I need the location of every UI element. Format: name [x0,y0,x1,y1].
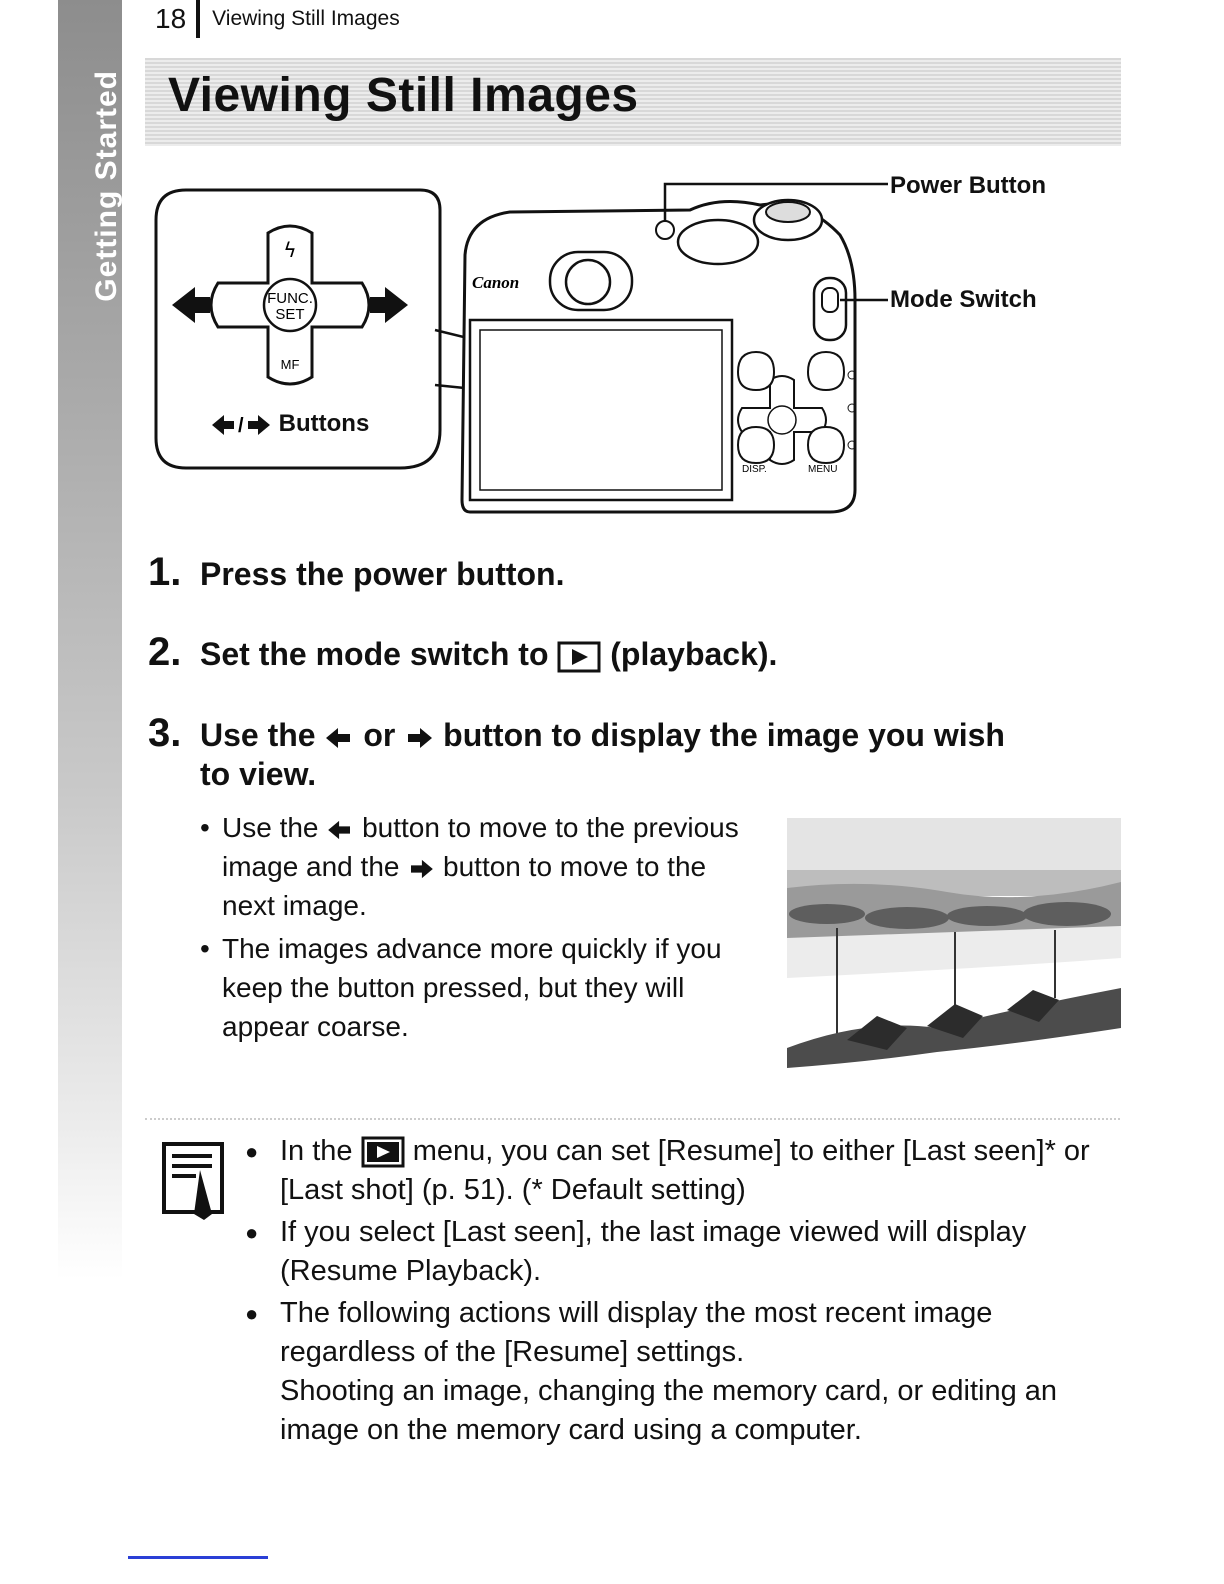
note-3: The following actions will display the m… [245,1294,1135,1450]
right-arrow-icon [411,859,434,878]
step-1-number: 1. [148,550,182,594]
func-label-line2: SET [275,306,304,323]
header-section-title: Viewing Still Images [212,7,400,30]
step-2: 2. Set the mode switch to (playback). [148,632,777,675]
left-arrow-icon [326,727,351,748]
step-1-text: Press the power button. [200,556,565,592]
camera-body: Canon DISP. MENU [460,198,857,514]
step-3-number: 3. [148,711,182,755]
note-1-text-b: menu, you can set [Resume] to either [La… [280,1135,1090,1206]
bullet-1-text-a: Use the [222,812,319,843]
left-right-arrows-icon: / [212,414,270,437]
left-arrow-icon [172,287,210,323]
buttons-label-text: Buttons [278,410,370,437]
step-3-text-a: Use the [200,717,316,753]
flash-icon: ϟ [283,238,296,262]
page-number: 18 [155,3,187,34]
mf-label: MF [281,357,300,372]
step-3-bullets: Use the button to move to the previous i… [200,808,760,1050]
note-3-text-a: The following actions will display the m… [280,1297,993,1368]
playback-menu-icon [361,1136,405,1168]
bottom-rule [128,1556,268,1559]
svg-text:/: / [238,415,244,437]
note-icon [160,1140,226,1222]
bullet-2: The images advance more quickly if you k… [200,929,760,1046]
side-tab [58,0,122,1280]
step-3-text-c: button to display the image you wish [443,717,1005,753]
page-title: Viewing Still Images [168,69,639,122]
func-label-line1: FUNC. [267,290,313,307]
section-divider [145,1118,1120,1120]
callout-power-button: Power Button [890,172,1046,199]
dpad-enlarged: FUNC. SET ϟ MF [172,224,408,386]
disp-label: DISP. [742,464,767,475]
step-2-text-after: (playback). [610,636,778,672]
bullet-1-text-e: move to the next image. [222,851,707,921]
camera-diagram: FUNC. SET ϟ MF Canon [150,160,1150,530]
bullet-1-text-d: button to [443,851,553,882]
playback-icon [557,641,601,673]
title-band [145,58,1121,146]
right-arrow-icon [408,727,433,748]
beach-scene-image [787,818,1121,1068]
page-header: 18 Viewing Still Images [155,0,400,38]
menu-label: MENU [808,464,837,475]
buttons-caption: / Buttons [210,410,369,438]
camera-illustration: FUNC. SET ϟ MF Canon [154,182,888,514]
bullet-1-text-c: previous image and the [222,812,739,882]
callout-mode-switch: Mode Switch [890,286,1037,313]
bullet-1: Use the button to move to the previous i… [200,808,760,925]
beach-photo [787,818,1121,1068]
right-arrow-icon [370,287,408,323]
header-divider [196,0,201,38]
note-1-text-a: In the [280,1135,353,1167]
left-arrow-icon [328,820,351,839]
note-1: In the menu, you can set [Resume] to eit… [245,1132,1135,1210]
step-2-text-before: Set the mode switch to [200,636,549,672]
notes-list: In the menu, you can set [Resume] to eit… [245,1132,1135,1453]
note-2: If you select [Last seen], the last imag… [245,1213,1135,1291]
step-3-continuation: to view. [200,756,317,792]
step-1: 1. Press the power button. [148,552,564,595]
note-3-text-b: Shooting an image, changing the memory c… [280,1375,1058,1446]
step-3-text-b: or [363,717,396,753]
camera-brand-label: Canon [472,273,519,292]
side-tab-label: Getting Started [90,70,123,302]
step-3: 3. Use the or button to display the image… [148,713,1108,756]
step-2-number: 2. [148,630,182,674]
bullet-1-text-b: button to move to the [362,812,626,843]
